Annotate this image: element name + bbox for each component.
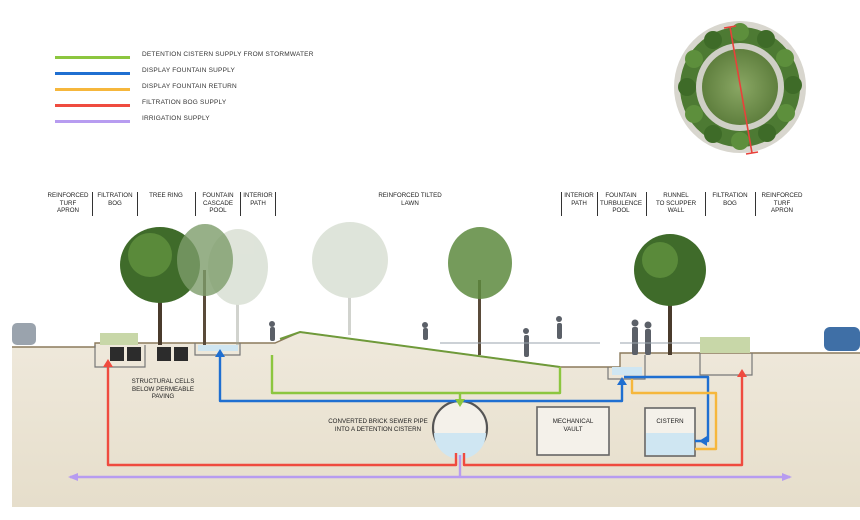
cars xyxy=(12,323,860,351)
zone-divider xyxy=(646,192,647,216)
zone-reinforced-turf-apron-right: REINFORCED TURF APRON xyxy=(761,192,803,214)
zone-divider xyxy=(275,192,276,216)
plan-section-cut-line xyxy=(729,26,753,154)
legend-swatch-blue xyxy=(55,72,130,75)
legend-item-irrigation: IRRIGATION SUPPLY xyxy=(55,114,375,128)
zone-runnel: RUNNEL TO SCUPPER WALL xyxy=(655,192,697,214)
structural-cells xyxy=(110,347,188,361)
zone-divider xyxy=(561,192,562,216)
zone-divider xyxy=(705,192,706,216)
zone-interior-path-right: INTERIOR PATH xyxy=(564,192,594,207)
plan-section-tick-bottom xyxy=(745,151,759,155)
legend-swatch-green xyxy=(55,56,130,59)
zone-filtration-bog-left: FILTRATION BOG xyxy=(97,192,133,207)
zone-fountain-turbulence-pool: FOUNTAIN TURBULENCE POOL xyxy=(600,192,642,214)
zone-divider xyxy=(137,192,138,216)
pipes xyxy=(70,355,790,479)
zone-divider xyxy=(240,192,241,216)
legend-item-fountain-supply: DISPLAY FOUNTAIN SUPPLY xyxy=(55,66,375,80)
callout-mechanical-vault: MECHANICAL VAULT xyxy=(552,418,594,433)
bog-grasses xyxy=(100,333,750,353)
background-trees xyxy=(208,222,388,345)
key-plan xyxy=(674,21,806,155)
legend-label: DETENTION CISTERN SUPPLY FROM STORMWATER xyxy=(142,51,314,58)
plan-section-tick-top xyxy=(723,25,737,29)
plan-tree-canopies xyxy=(678,23,802,150)
zone-divider xyxy=(755,192,756,216)
mechanical-vault-box xyxy=(536,406,610,456)
zone-divider xyxy=(597,192,598,216)
legend-label: DISPLAY FOUNTAIN SUPPLY xyxy=(142,67,235,74)
tilted-lawn-surface xyxy=(279,330,561,368)
legend-swatch-purple xyxy=(55,120,130,123)
zone-interior-path-left: INTERIOR PATH xyxy=(243,192,273,207)
pipe-bog-supply-left xyxy=(106,365,458,467)
pipe-fountain-supply xyxy=(218,355,624,403)
zone-divider xyxy=(195,192,196,216)
zone-fountain-cascade-pool: FOUNTAIN CASCADE POOL xyxy=(202,192,234,214)
cascade-pool-water xyxy=(198,345,238,351)
zone-reinforced-tilted-lawn: REINFORCED TILTED LAWN xyxy=(378,192,442,207)
legend-swatch-red xyxy=(55,104,130,107)
tree-ring-trees xyxy=(120,224,706,355)
turbulence-pool-water xyxy=(612,367,642,375)
legend-swatch-yellow xyxy=(55,88,130,91)
zone-divider xyxy=(92,192,93,216)
legend-label: DISPLAY FOUNTAIN RETURN xyxy=(142,83,237,90)
pipe-detention-supply xyxy=(270,355,562,395)
legend-label: IRRIGATION SUPPLY xyxy=(142,115,210,122)
cistern-box xyxy=(644,407,696,457)
zone-reinforced-turf-apron-left: REINFORCED TURF APRON xyxy=(47,192,89,214)
callout-structural-cells: STRUCTURAL CELLS BELOW PERMEABLE PAVING xyxy=(131,378,195,400)
section-drawing xyxy=(12,222,860,507)
pipe-fountain-return xyxy=(630,379,718,451)
people xyxy=(269,316,652,357)
zone-filtration-bog-right: FILTRATION BOG xyxy=(712,192,748,207)
legend-item-bog-supply: FILTRATION BOG SUPPLY xyxy=(55,98,375,112)
legend-item-fountain-return: DISPLAY FOUNTAIN RETURN xyxy=(55,82,375,96)
pipe-arrows xyxy=(68,349,792,481)
legend-item-detention: DETENTION CISTERN SUPPLY FROM STORMWATER xyxy=(55,50,375,64)
legend-label: FILTRATION BOG SUPPLY xyxy=(142,99,227,106)
zone-tree-ring: TREE RING xyxy=(149,192,183,199)
callout-sewer-pipe: CONVERTED BRICK SEWER PIPE INTO A DETENT… xyxy=(328,418,428,433)
detention-cistern xyxy=(431,399,489,459)
callout-cistern: CISTERN xyxy=(656,418,684,425)
pipe-bog-supply-right xyxy=(462,375,744,467)
